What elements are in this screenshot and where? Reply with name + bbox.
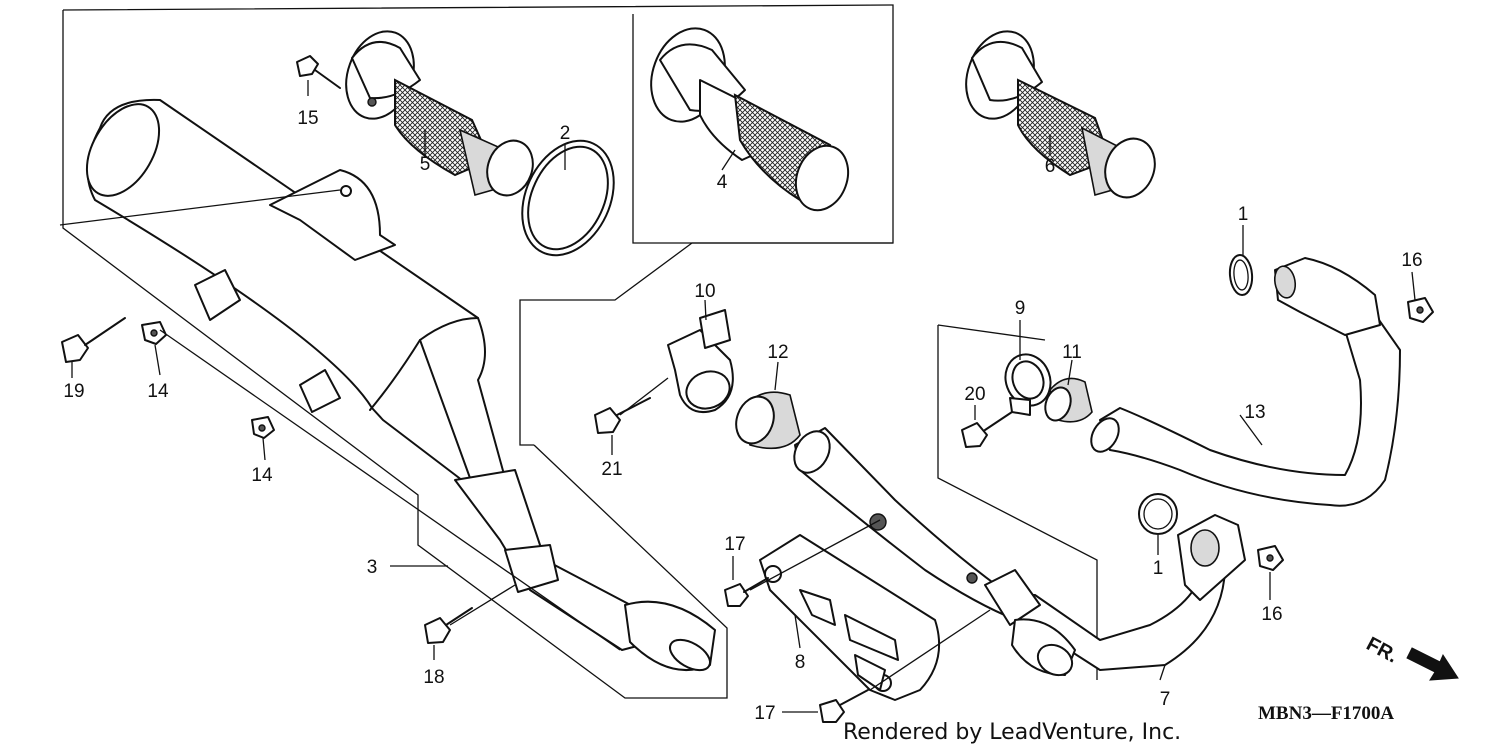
bolt-19[interactable] (61, 317, 126, 363)
front-arrow-icon (1406, 647, 1459, 681)
callout-7: 7 (1160, 689, 1171, 710)
muffler-gasket[interactable] (505, 126, 632, 270)
callout-1-top: 1 (1238, 204, 1249, 225)
spark-arrester[interactable] (335, 22, 541, 202)
callout-19: 19 (63, 381, 84, 402)
callout-16-top: 16 (1401, 250, 1422, 271)
pipe-packing[interactable] (730, 391, 801, 450)
callout-2: 2 (560, 123, 571, 144)
callout-10: 10 (694, 281, 715, 302)
callout-17-bottom: 17 (754, 703, 775, 724)
bolt-17-top[interactable] (724, 577, 769, 607)
gasket-1-top[interactable] (1228, 254, 1254, 296)
front-direction-indicator: FR. (1363, 633, 1459, 681)
callout-11: 11 (1062, 342, 1082, 363)
callout-12: 12 (767, 342, 788, 363)
callout-1-bottom: 1 (1153, 558, 1164, 579)
exhaust-pipe[interactable] (787, 425, 1246, 681)
render-credit: Rendered by LeadVenture, Inc. (843, 720, 1181, 745)
nut-16-bottom[interactable] (1257, 545, 1284, 571)
callout-3: 3 (367, 557, 378, 578)
callout-14-top: 14 (147, 381, 169, 402)
callout-labels: 15 5 2 4 6 1 16 9 11 12 10 20 13 21 19 1… (63, 108, 1422, 724)
pipe-clamp-band[interactable] (998, 348, 1057, 416)
assembly-guide-lines (59, 189, 991, 691)
callout-13: 13 (1244, 402, 1265, 423)
callout-21: 21 (601, 459, 622, 480)
bolt-15[interactable] (296, 55, 341, 89)
nut-14-bottom[interactable] (251, 416, 275, 439)
pipe-group-boundary (937, 324, 1098, 680)
callout-16-bottom: 16 (1261, 604, 1282, 625)
leader-lines (71, 80, 1416, 713)
muffler[interactable] (72, 92, 716, 677)
bolt-18[interactable] (424, 607, 473, 644)
nut-14-top[interactable] (141, 321, 167, 345)
muffler-group-boundary (62, 4, 894, 699)
callout-20: 20 (964, 384, 985, 405)
drawing-code: MBN3—F1700A (1258, 703, 1394, 724)
callout-6: 6 (1045, 156, 1056, 177)
callout-4: 4 (717, 172, 728, 193)
bolt-17-bottom[interactable] (819, 689, 869, 723)
callout-5: 5 (420, 154, 431, 175)
front-label: FR. (1363, 633, 1402, 668)
spark-arrester-right[interactable] (955, 22, 1163, 205)
heat-protector[interactable] (759, 534, 941, 701)
bolt-21[interactable] (594, 397, 651, 434)
callout-9: 9 (1015, 298, 1026, 319)
callout-18: 18 (423, 667, 444, 688)
nut-16-top[interactable] (1407, 297, 1434, 323)
gasket-1-bottom[interactable] (1138, 493, 1178, 535)
upper-exhaust-pipe[interactable] (1086, 257, 1401, 507)
joint-packing[interactable] (1041, 377, 1093, 424)
exhaust-clamp[interactable] (667, 309, 735, 414)
callout-15: 15 (297, 108, 318, 129)
bolt-20[interactable] (961, 411, 1013, 448)
callout-17-top: 17 (724, 534, 745, 555)
callout-14-bottom: 14 (251, 465, 273, 486)
callout-8: 8 (795, 652, 806, 673)
spark-arrester-alt[interactable] (639, 18, 857, 218)
